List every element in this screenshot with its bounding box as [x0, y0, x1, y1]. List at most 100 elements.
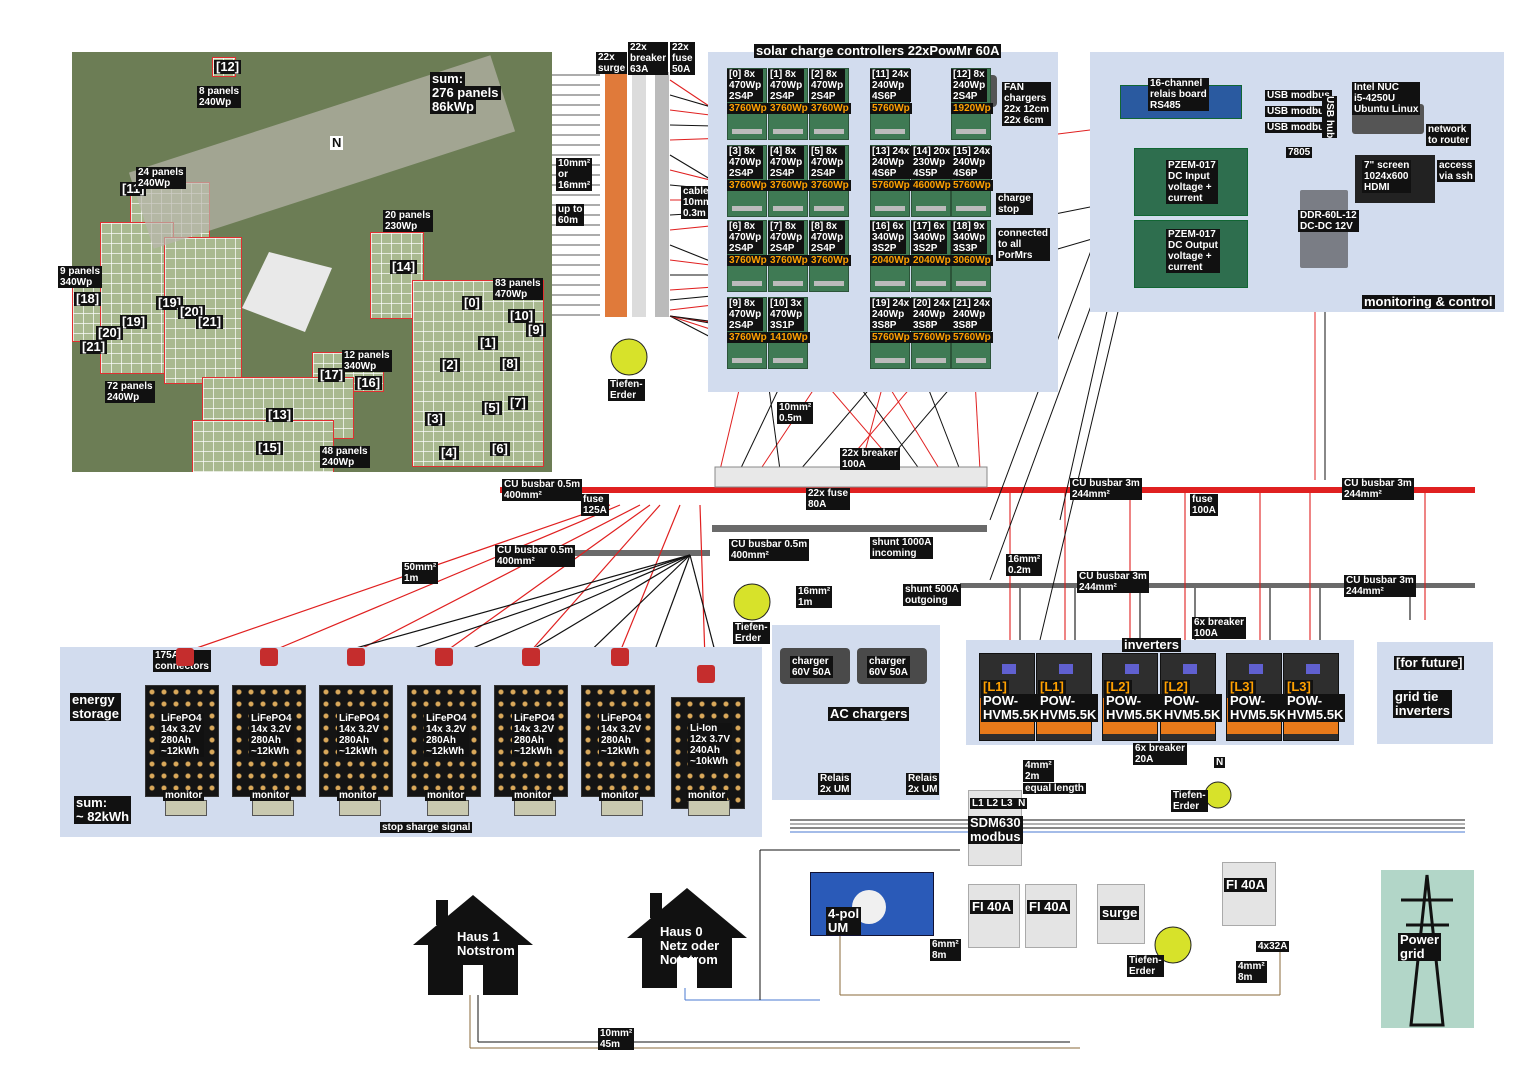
wire10-label: 10mm² 45m: [598, 1028, 635, 1050]
ctrl-10-spec: [10] 3x 470Wp 3S1P: [768, 298, 805, 331]
grey-busbar-3: [520, 550, 710, 556]
surge-box-label: surge: [1100, 905, 1140, 920]
scc-title: solar charge controllers 22xPowMr 60A: [754, 43, 1002, 58]
monitor-2-label: monitor: [250, 790, 292, 801]
ctrl-14-spec: [14] 20x 230Wp 4S5P: [911, 146, 953, 179]
fi-3-label: FI 40A: [1224, 877, 1268, 892]
tag-1: [1]: [478, 335, 498, 350]
tag-19b: [19]: [120, 314, 148, 329]
house-roof-white: [242, 252, 332, 332]
breaker-column: [632, 72, 646, 317]
ctrl-4-power: 3760Wp: [768, 180, 810, 191]
wire6-label: 6mm² 8m: [930, 939, 961, 961]
breaker22-label: 22x breaker 100A: [840, 448, 900, 470]
battery-4: [407, 685, 481, 797]
ctrl-14-power: 4600Wp: [911, 180, 953, 191]
inv-3-model: POW- HVM5.5K: [1104, 693, 1165, 722]
inv-6-model: POW- HVM5.5K: [1285, 693, 1346, 722]
tag-12: [12]: [214, 59, 242, 74]
inv-5-phase: [L3]: [1228, 679, 1256, 694]
tag-3: [3]: [425, 411, 445, 426]
wire-length-label: up to 60m: [556, 204, 585, 226]
ctrl-4-spec: [4] 8x 470Wp 2S4P: [768, 146, 805, 179]
wire-string-label: 10mm² or 16mm²: [556, 158, 593, 191]
fi-2: [1025, 884, 1077, 948]
tag-19a: [19]: [156, 295, 184, 310]
shunt-1000: shunt 1000A incoming: [870, 537, 934, 559]
ctrl-9-spec: [9] 8x 470Wp 2S4P: [727, 298, 764, 331]
ctrl-13-power: 5760Wp: [870, 180, 912, 191]
desc-72: 72 panels 240Wp: [105, 381, 155, 403]
inv-5-model: POW- HVM5.5K: [1228, 693, 1289, 722]
wire4b-label: 4mm² 8m: [1236, 961, 1267, 983]
wire-50: 50mm² 1m: [402, 562, 439, 584]
house-feeders: [469, 849, 1281, 1049]
tag-13: [13]: [266, 407, 294, 422]
power-grid-label: Power grid: [1398, 932, 1442, 961]
fuse100-label: fuse 100A: [1190, 494, 1218, 516]
roof-19-20-21-b: [164, 237, 242, 384]
tag-16: [16]: [355, 375, 383, 390]
meter-lines: L1 L2 L3 N: [970, 798, 1028, 809]
ctrl-0-spec: [0] 8x 470Wp 2S4P: [727, 69, 764, 102]
ground-label-2: Tiefen- Erder: [733, 622, 770, 644]
screen-label: 7" screen 1024x600 HDMI: [1362, 160, 1412, 193]
usb-modbus-3: USB modbus: [1265, 122, 1332, 133]
inv-4-model: POW- HVM5.5K: [1162, 693, 1223, 722]
tag-17: [17]: [318, 367, 346, 382]
desc-14: 20 panels 230Wp: [383, 210, 433, 232]
battery-4-label: LiFePO4 14x 3.2V 280Ah ~12kWh: [424, 713, 469, 757]
ctrl-2-spec: [2] 8x 470Wp 2S4P: [809, 69, 846, 102]
house-0-label: Haus 0 Netz oder Notstrom: [660, 924, 720, 967]
breaker6-label: 6x breaker 100A: [1192, 617, 1247, 639]
usb-modbus-1: USB modbus: [1265, 90, 1332, 101]
fuse22-label: 22x fuse 80A: [806, 488, 851, 510]
connector-2: [260, 648, 278, 666]
battery-wires: [184, 504, 726, 691]
monitor-6: [601, 800, 643, 816]
desc-11: 24 panels 240Wp: [136, 167, 186, 189]
ddr-label: DDR-60L-12 DC-DC 12V: [1298, 210, 1359, 232]
monitor-4: [427, 800, 469, 816]
ac-chargers-title: AC chargers: [828, 706, 910, 721]
relais-1: Relais 2x UM: [818, 773, 852, 795]
fi-2-label: FI 40A: [1027, 899, 1071, 914]
ctrl-3-power: 3760Wp: [727, 180, 769, 191]
ctrl-16-power: 2040Wp: [870, 255, 912, 266]
ctrl-3-spec: [3] 8x 470Wp 2S4P: [727, 146, 764, 179]
ctrl-21-power: 5760Wp: [951, 332, 993, 343]
battery-2-label: LiFePO4 14x 3.2V 280Ah ~12kWh: [249, 713, 294, 757]
tag-9: [9]: [526, 322, 546, 337]
pzem-input-label: PZEM-017 DC Input voltage + current: [1166, 160, 1218, 204]
aerial-sum-title: sum:: [430, 71, 466, 86]
monitor-3: [339, 800, 381, 816]
tag-21a: [21]: [196, 314, 224, 329]
inv-1-phase: [L1]: [981, 679, 1009, 694]
connector-5: [522, 648, 540, 666]
meter-label: SDM630 modbus: [968, 815, 1023, 844]
relais-2: Relais 2x UM: [906, 773, 940, 795]
fi-1-label: FI 40A: [970, 899, 1014, 914]
monitor-1-label: monitor: [163, 790, 205, 801]
ctrl-15-power: 5760Wp: [951, 180, 993, 191]
busbar-3m-b: CU busbar 3m 244mm²: [1342, 478, 1414, 500]
monitor-3-label: monitor: [337, 790, 379, 801]
ground-label-4: Tiefen- Erder: [1127, 955, 1164, 977]
ctrl-8-spec: [8] 8x 470Wp 2S4P: [809, 221, 846, 254]
connected-label: connected to all PorMrs: [996, 228, 1051, 261]
wire-16-a: 16mm² 0.2m: [1006, 554, 1043, 576]
fi-3: [1222, 862, 1276, 926]
tag-14: [14]: [390, 259, 418, 274]
ctrl-5-power: 3760Wp: [809, 180, 851, 191]
busbar-05-mid: CU busbar 0.5m 400mm²: [729, 539, 810, 561]
relay-label: 16-channel relais board RS485: [1148, 78, 1209, 111]
fuse-label: 22x fuse 50A: [670, 42, 695, 75]
ctrl-11-spec: [11] 24x 240Wp 4S6P: [870, 69, 911, 102]
aerial-photo: [72, 52, 552, 472]
ctrl-6-power: 3760Wp: [727, 255, 769, 266]
house-0-icon: [627, 888, 747, 988]
tag-20b: [20]: [96, 325, 124, 340]
grid-tie-label: grid tie inverters: [1393, 689, 1452, 718]
grey-busbar-1: [712, 525, 987, 532]
